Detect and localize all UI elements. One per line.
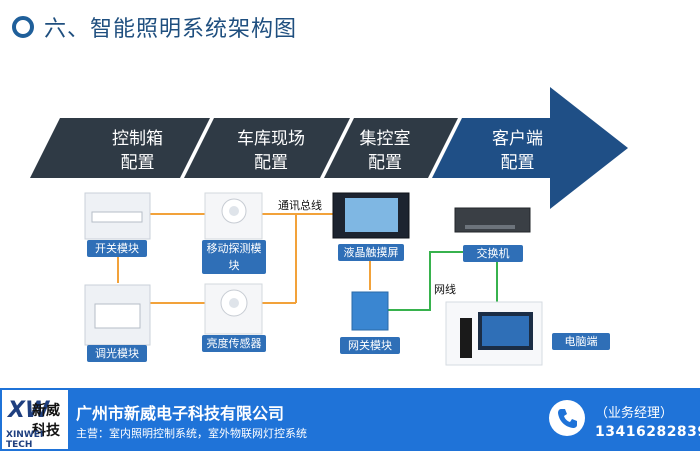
stage-label-client: 客户端 配置 bbox=[470, 127, 565, 175]
logo-letters: XW bbox=[8, 398, 50, 423]
main-business: 主营：室内照明控制系统，室外物联网灯控系统 bbox=[76, 427, 307, 440]
stage-1-line-2: 配置 bbox=[120, 153, 155, 173]
stage-3-line-2: 配置 bbox=[368, 153, 402, 173]
computer-caption: 电脑端 bbox=[552, 333, 610, 350]
network-cable-label: 网线 bbox=[434, 283, 456, 296]
gateway-module-image bbox=[351, 291, 389, 331]
phone-number: 13416282839 bbox=[595, 424, 700, 440]
page-title-text: 六、智能照明系统架构图 bbox=[44, 17, 298, 42]
touch-screen-caption: 液晶触摸屏 bbox=[338, 244, 404, 261]
stage-label-control-room: 集控室 配置 bbox=[345, 127, 425, 175]
stage-chevron-control-room bbox=[324, 118, 458, 178]
stage-chevron-control-box bbox=[30, 118, 210, 178]
network-switch-caption: 交换机 bbox=[463, 245, 523, 262]
stage-chevron-garage bbox=[184, 118, 350, 178]
stage-chevron-client-arrow bbox=[432, 87, 628, 209]
communication-bus-label: 通讯总线 bbox=[278, 199, 322, 212]
company-logo: XW 新威科技 XINWEI TECH bbox=[0, 388, 70, 451]
dimmer-module-caption: 调光模块 bbox=[87, 345, 147, 362]
stage-4-line-1: 客户端 bbox=[492, 129, 543, 149]
gateway-module-caption: 网关模块 bbox=[340, 337, 400, 354]
logo-english-name: XINWEI TECH bbox=[6, 430, 44, 450]
stage-1-line-1: 控制箱 bbox=[112, 129, 163, 149]
sales-manager-label: （业务经理） bbox=[595, 406, 674, 421]
page-title: 六、智能照明系统架构图 bbox=[12, 12, 297, 42]
motion-sensor-caption: 移动探测模块 bbox=[202, 240, 266, 274]
stage-label-garage: 车库现场 配置 bbox=[216, 127, 326, 175]
stage-3-line-1: 集控室 bbox=[359, 129, 411, 149]
switch-module-caption: 开关模块 bbox=[87, 240, 147, 257]
stage-4-line-2: 配置 bbox=[500, 153, 535, 173]
light-sensor-caption: 亮度传感器 bbox=[202, 335, 266, 352]
title-circle-icon bbox=[12, 16, 34, 38]
phone-icon bbox=[549, 400, 585, 436]
device-illustrations bbox=[84, 192, 543, 366]
network-cable-lines bbox=[388, 251, 498, 311]
logo-chinese-name: 新威科技 bbox=[32, 403, 60, 439]
stage-2-line-2: 配置 bbox=[254, 153, 288, 173]
company-name: 广州市新威电子科技有限公司 bbox=[76, 404, 285, 423]
stage-2-line-1: 车库现场 bbox=[237, 129, 305, 149]
stage-label-control-box: 控制箱 配置 bbox=[90, 127, 185, 175]
